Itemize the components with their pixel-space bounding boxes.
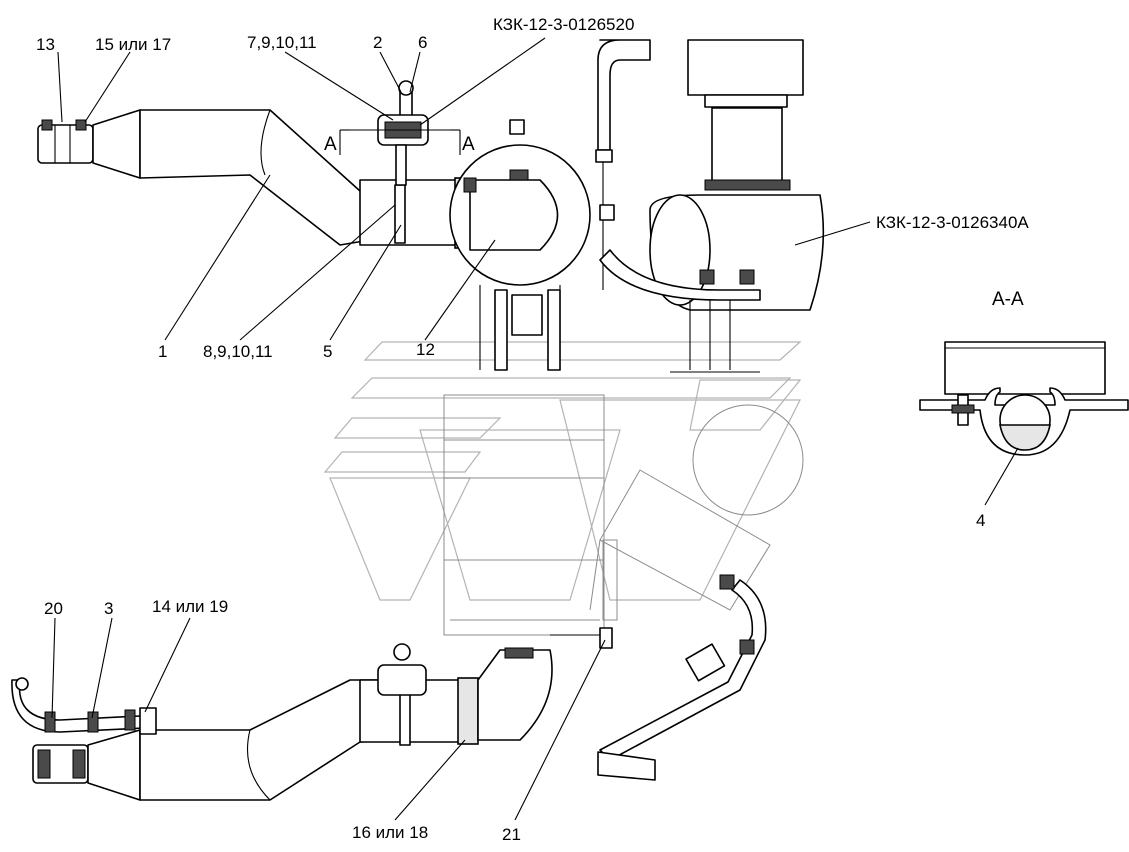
- label-16-or-18: 16 или 18: [352, 823, 428, 842]
- label-14-or-19: 14 или 19: [152, 597, 228, 616]
- label-3: 3: [104, 599, 113, 618]
- label-15-or-17: 15 или 17: [95, 35, 171, 54]
- upper-clamp-bracket: [350, 80, 458, 186]
- label-5: 5: [323, 342, 332, 361]
- label-6: 6: [418, 33, 427, 52]
- callout-labels: 13 15 или 17 7,9,10,11 2 6 КЗК-12-3-0126…: [36, 15, 1029, 844]
- label-13: 13: [36, 35, 55, 54]
- lower-exhaust-pipe: [11, 627, 613, 801]
- upper-exhaust-pipe: [37, 109, 476, 249]
- label-code-right: КЗК-12-3-0126340А: [876, 213, 1029, 232]
- fuel-tank-outline: [443, 394, 804, 636]
- section-aa-detail: [919, 341, 1129, 456]
- label-7-9-10-11: 7,9,10,11: [247, 33, 317, 52]
- muffler: [449, 119, 591, 371]
- section-title: А-А: [992, 289, 1024, 310]
- air-intake: [595, 39, 825, 373]
- label-8-9-10-11: 8,9,10,11: [203, 342, 273, 361]
- label-4: 4: [976, 511, 985, 530]
- drain-pipe: [597, 574, 767, 781]
- label-20: 20: [44, 599, 63, 618]
- label-code-top: КЗК-12-3-0126520: [493, 15, 634, 34]
- section-mark-right: А: [462, 134, 475, 155]
- section-mark-left: А: [324, 134, 337, 155]
- label-12: 12: [416, 340, 435, 359]
- label-1: 1: [158, 342, 167, 361]
- label-2: 2: [373, 33, 382, 52]
- watermark-logo: [323, 341, 802, 601]
- label-21: 21: [502, 825, 521, 844]
- leader-lines: [51, 37, 1019, 821]
